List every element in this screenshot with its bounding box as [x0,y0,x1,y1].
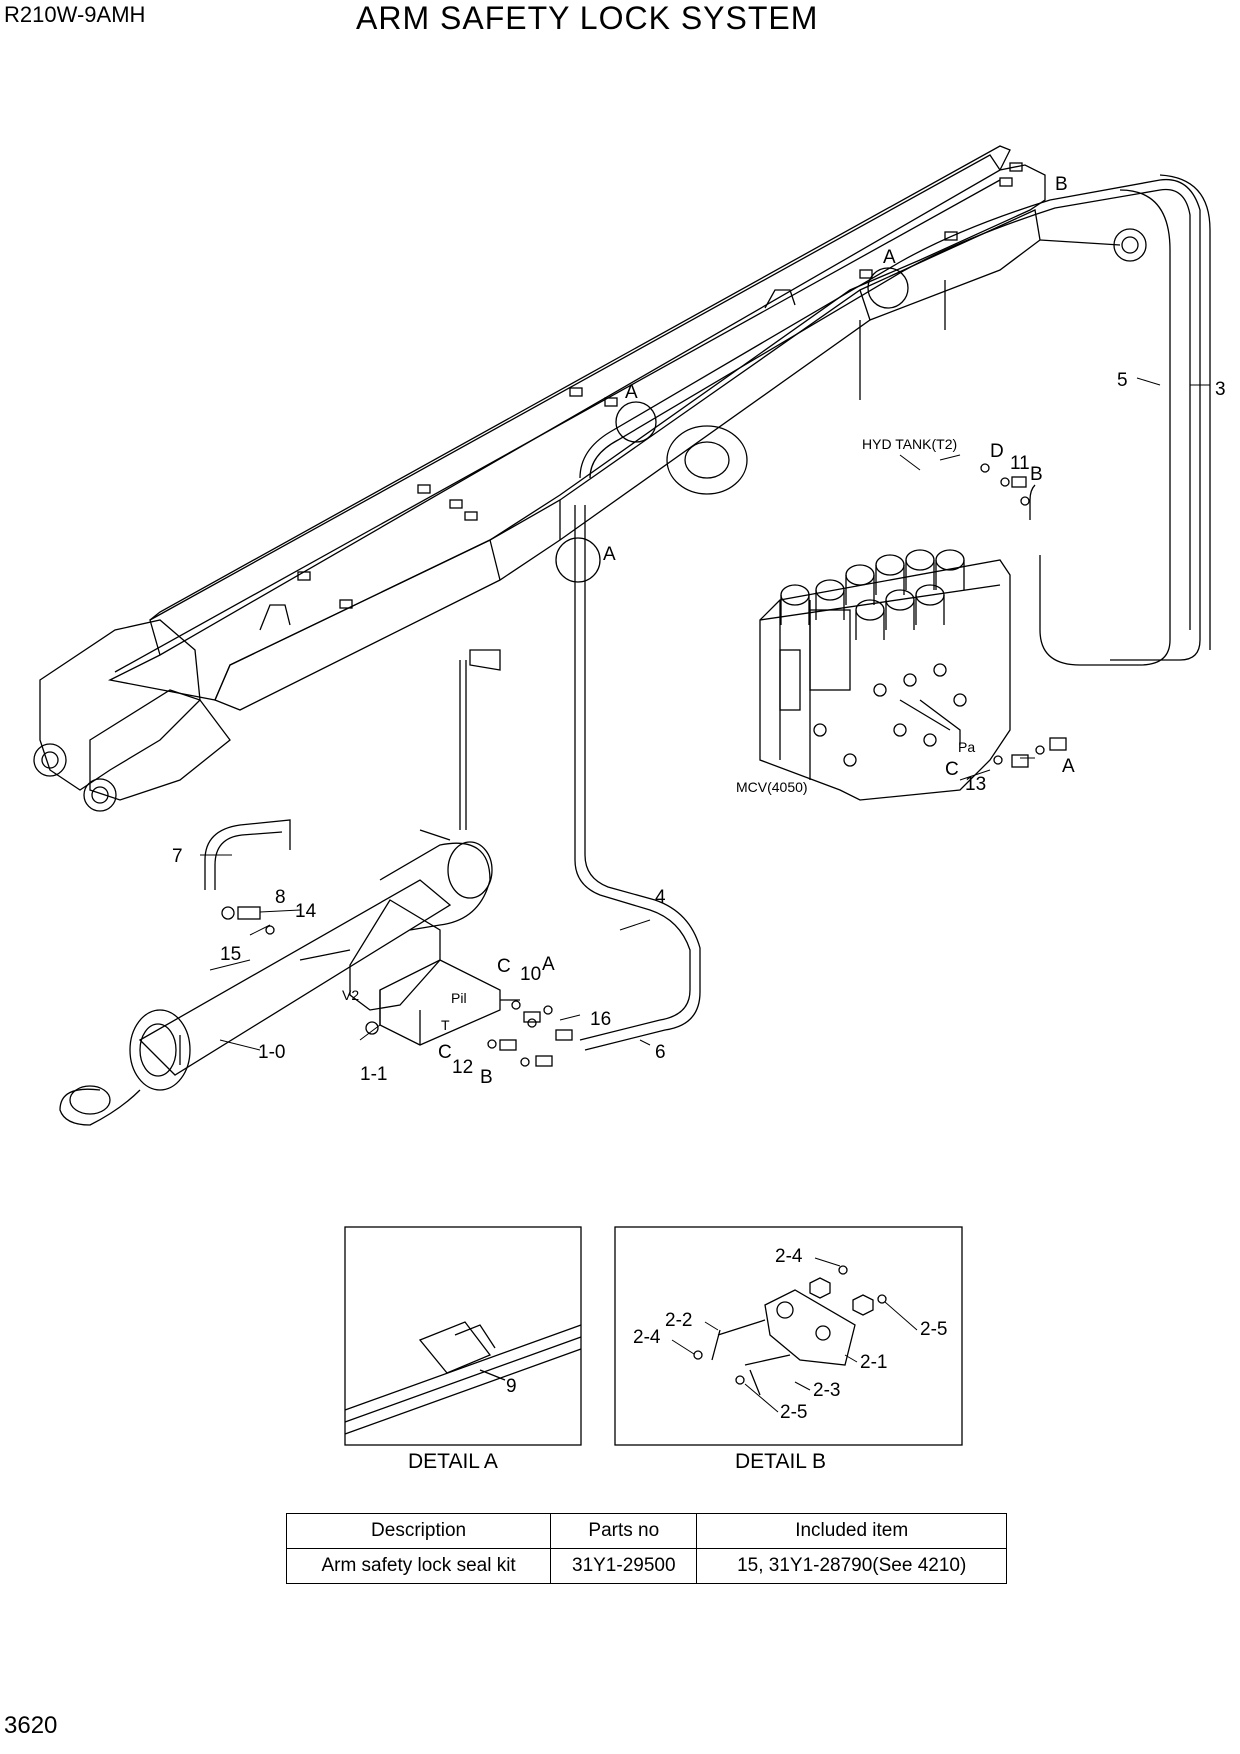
callout-7: 7 [172,846,183,867]
mcv-valve [759,549,1011,801]
callout-b-tank: B [1030,464,1043,485]
cell-parts-no: 31Y1-29500 [550,1548,698,1584]
callout-2-4-top: 2-4 [775,1246,803,1267]
page-number: 3620 [4,1712,58,1739]
callout-2-4-left: 2-4 [633,1327,661,1348]
callout-c-mcv: C [945,759,959,780]
callout-a-low: A [603,544,616,565]
detail-b-callouts: 2-4 2-2 2-4 2-5 2-1 2-3 2-5 [633,1246,947,1423]
callout-15: 15 [220,944,241,965]
page-title: ARM SAFETY LOCK SYSTEM [356,0,819,36]
callout-b-b: B [480,1067,493,1088]
callout-1-1: 1-1 [360,1064,387,1085]
callout-14: 14 [295,901,317,922]
cell-included-item: 15, 31Y1-28790(See 4210) [696,1548,1007,1584]
port-t-label: T [441,1017,450,1033]
cell-description: Arm safety lock seal kit [285,1548,552,1584]
callout-9: 9 [506,1376,517,1397]
callout-3: 3 [1215,379,1226,400]
hyd-tank-label: HYD TANK(T2) [862,436,957,452]
callout-a-top: A [883,247,896,268]
leader-lines [200,377,1210,1051]
detail-a-caption: DETAIL A [408,1450,498,1473]
callout-2-3: 2-3 [813,1380,840,1401]
callout-16: 16 [590,1009,611,1030]
callout-12: 12 [452,1057,473,1078]
header-parts-no: Parts no [550,1513,698,1549]
callout-8: 8 [275,887,286,908]
table-row: Arm safety lock seal kit 31Y1-29500 15, … [285,1548,1007,1584]
callout-10: 10 [520,964,541,985]
detail-a-box: 9 [344,1226,582,1446]
port-pa-label: Pa [958,739,975,755]
port-pil-label: Pil [451,990,467,1006]
callout-a-mcv: A [1062,756,1075,777]
callout-4: 4 [655,887,666,908]
table-header-row: Description Parts no Included item [285,1513,1007,1549]
callout-11: 11 [1010,453,1030,474]
callout-2-1: 2-1 [860,1352,887,1373]
callouts: B A A A 5 3 HYD TANK(T2) D 11 B Pa C A 1… [172,174,1226,1088]
callout-6: 6 [655,1042,666,1063]
callout-d: D [990,441,1004,462]
hose-7 [204,819,291,890]
header-included-item: Included item [696,1513,1007,1549]
detail-b-caption: DETAIL B [735,1450,826,1473]
callout-2-2: 2-2 [665,1310,692,1331]
arm-structure [33,145,1147,812]
port-v2-label: V2 [342,987,359,1003]
callout-13: 13 [965,774,986,795]
hose-lines [459,174,1211,1051]
arm-cylinder [59,829,493,1126]
callout-2-5-bottom: 2-5 [780,1402,807,1423]
mcv-label: MCV(4050) [736,779,808,795]
header-description: Description [285,1513,552,1549]
callout-2-5-right: 2-5 [920,1319,947,1340]
model-number: R210W-9AMH [4,2,146,27]
detail-b-box [614,1226,963,1446]
callout-a-b: A [542,954,555,975]
callout-1-0: 1-0 [258,1042,285,1063]
callout-b-top: B [1055,174,1068,195]
callout-c-b: C [438,1042,452,1063]
callout-5: 5 [1117,370,1128,391]
callout-c-a: C [497,956,511,977]
parts-table: Description Parts no Included item Arm s… [285,1513,1007,1584]
callout-a-mid: A [625,382,638,403]
detail-b-leaders [671,1257,918,1413]
detail-a-markers [555,267,909,583]
small-fittings [221,463,1067,1067]
